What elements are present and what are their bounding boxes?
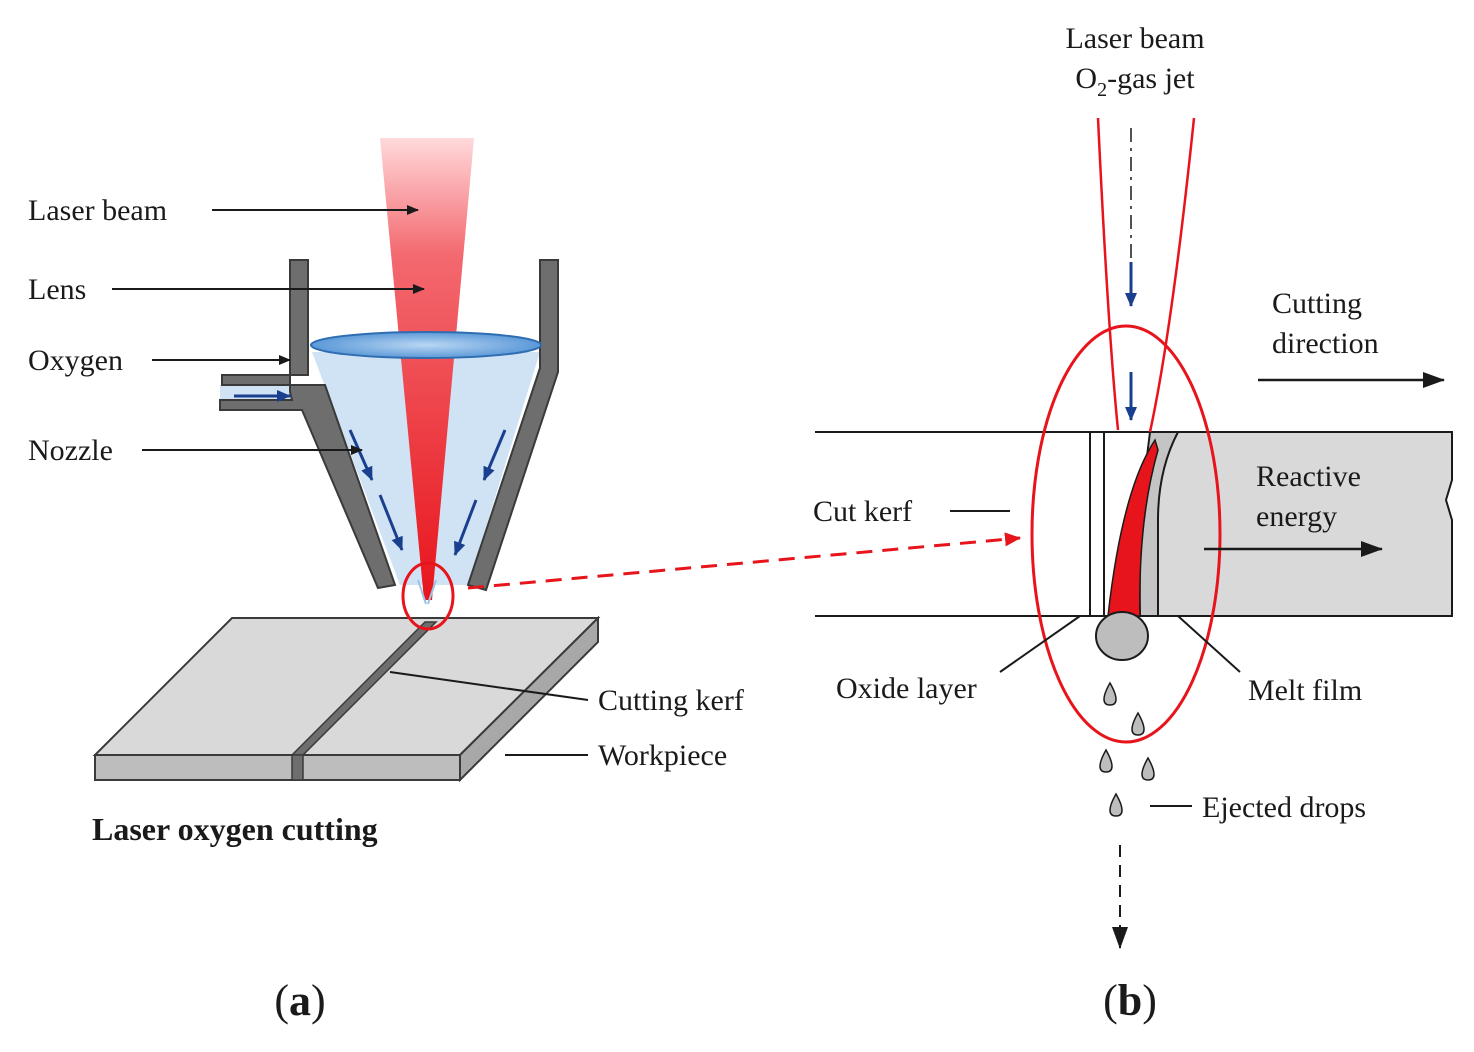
- label-laser-beam: Laser beam: [28, 194, 167, 227]
- nozzle-body: [219, 138, 559, 631]
- panel-b: Laser beam O2-gas jet Cutting direction …: [813, 22, 1453, 1025]
- label-cut-kerf: Cut kerf: [813, 495, 912, 528]
- caption-laser-oxygen-cutting: Laser oxygen cutting: [92, 811, 378, 847]
- label-oxygen: Oxygen: [28, 344, 123, 377]
- panel-a-tag: (a): [274, 976, 325, 1025]
- label-laser-beam-b: Laser beam: [1065, 22, 1204, 55]
- label-cutting-kerf: Cutting kerf: [598, 684, 744, 717]
- label-workpiece: Workpiece: [598, 739, 727, 772]
- label-reactive-energy-2: energy: [1256, 500, 1337, 533]
- label-nozzle: Nozzle: [28, 434, 113, 467]
- panel-b-tag: (b): [1103, 976, 1157, 1025]
- label-melt-film: Melt film: [1248, 674, 1362, 707]
- workpiece-section: [1157, 431, 1453, 617]
- zoom-connector-arrow: [467, 532, 1021, 590]
- panel-a: Laser beam Lens Oxygen Nozzle Cutting ke…: [28, 138, 744, 1025]
- label-lens: Lens: [28, 273, 86, 306]
- label-ejected-drops: Ejected drops: [1202, 791, 1366, 824]
- focus-highlight-ellipse: [401, 561, 455, 631]
- workpiece-plate: [92, 615, 601, 783]
- label-cutting-direction-1: Cutting: [1272, 287, 1362, 320]
- label-o2-gas-jet: O2-gas jet: [1075, 62, 1195, 101]
- cutting-kerf-leader: [389, 671, 589, 701]
- label-reactive-energy-1: Reactive: [1256, 460, 1361, 493]
- label-cutting-direction-2: direction: [1272, 327, 1379, 360]
- zoom-highlight-ellipse: [1030, 324, 1222, 744]
- label-oxide-layer: Oxide layer: [836, 672, 977, 705]
